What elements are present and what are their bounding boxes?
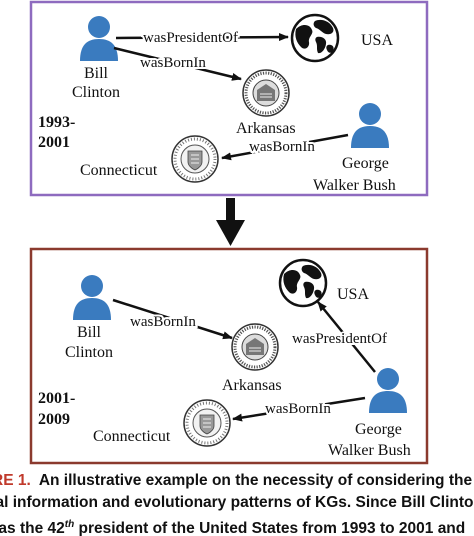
bill-born-in-edge <box>113 46 242 81</box>
down-arrow-icon <box>216 198 245 246</box>
connecticut-seal-icon <box>170 134 220 184</box>
caption-line-3: ed as the 42th president of the United S… <box>0 514 474 536</box>
period-label-2-line2: 2009 <box>38 411 70 428</box>
connecticut-seal-icon-2 <box>182 398 232 448</box>
usa-globe-icon-2 <box>278 258 328 308</box>
connecticut-label-2: Connecticut <box>93 428 171 445</box>
caption-line-3-start: ed as the 42 <box>0 520 65 536</box>
arkansas-seal-icon-2 <box>230 322 280 372</box>
bill-born-in-label: wasBornIn <box>140 55 206 71</box>
bill-born-in-label-2: wasBornIn <box>130 314 196 330</box>
george-born-in-label: wasBornIn <box>249 139 315 155</box>
top-panel-frame <box>29 0 429 197</box>
bill-born-in-edge-2 <box>112 298 233 340</box>
usa-label: USA <box>361 32 393 49</box>
george-born-in-label-2: wasBornIn <box>265 401 331 417</box>
was-president-of-label-2: wasPresidentOf <box>292 331 387 347</box>
was-president-of-edge-2 <box>317 301 376 373</box>
bill-clinton-person-icon <box>80 16 118 61</box>
george-bush-label-line2: Walker Bush <box>313 177 396 194</box>
bill-clinton-label-2-line2: Clinton <box>65 344 113 361</box>
usa-label-2: USA <box>337 286 369 303</box>
george-bush-person-icon-2 <box>369 368 407 413</box>
period-label-2-line1: 2001- <box>38 390 75 407</box>
was-president-of-label: wasPresidentOf <box>143 30 238 46</box>
george-born-in-edge-2 <box>232 396 366 422</box>
arkansas-label: Arkansas <box>236 120 296 137</box>
caption-line-2: oral information and evolutionary patter… <box>0 494 474 511</box>
usa-globe-icon <box>290 13 340 63</box>
george-bush-label-2-line2: Walker Bush <box>328 442 411 459</box>
bill-clinton-person-icon-2 <box>73 275 111 320</box>
bill-clinton-label-2-line1: Bill <box>77 324 102 341</box>
bill-clinton-label-line1: Bill <box>84 65 109 82</box>
caption-line-3-sup: th <box>64 519 75 530</box>
george-bush-label-2-line1: George <box>355 421 402 438</box>
bottom-panel-frame <box>29 247 429 465</box>
was-president-of-edge <box>115 33 289 42</box>
arkansas-seal-icon <box>241 68 291 118</box>
period-label-line1: 1993- <box>38 114 75 131</box>
figure-label: RE 1. <box>0 472 31 489</box>
caption-line-3-end: president of the United States from 1993… <box>74 520 466 536</box>
george-born-in-edge <box>221 133 349 161</box>
george-bush-person-icon <box>351 103 389 148</box>
bill-clinton-label-line2: Clinton <box>72 84 120 101</box>
arkansas-label-2: Arkansas <box>222 377 282 394</box>
george-bush-label-line1: George <box>342 155 389 172</box>
figure-caption: RE 1. An illustrative example on the nec… <box>0 470 474 536</box>
connecticut-label: Connecticut <box>80 162 158 179</box>
period-label-line2: 2001 <box>38 134 70 151</box>
caption-line-1-text: An illustrative example on the necessity… <box>38 472 473 489</box>
caption-line-1: RE 1. An illustrative example on the nec… <box>0 470 474 492</box>
